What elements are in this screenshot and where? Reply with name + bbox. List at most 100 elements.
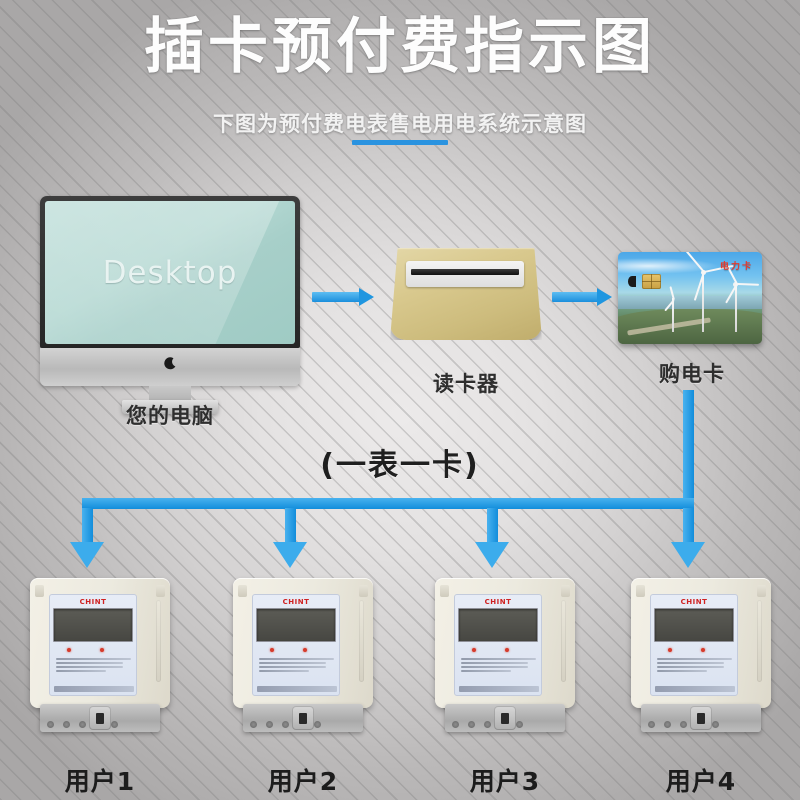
terminal-cover-latch [292,706,314,730]
meter-vent [156,600,161,682]
meter-housing: CHINT [631,578,771,708]
crescent-moon-icon [164,357,176,370]
one-meter-one-card-note: (一表一卡) [320,448,480,483]
purchase-card-node: 电力卡 [618,252,766,344]
turbine-mast [702,270,704,332]
card-reader-caption: 读卡器 [433,372,499,396]
meter-spec-text [53,658,133,672]
meter-maker-text [54,686,134,692]
monitor-neck [149,386,191,400]
meter-panel: CHINT [454,594,542,696]
card-red-text: 电力卡 [719,262,753,272]
meter-lcd-display [458,608,538,642]
monitor-screen: Desktop [45,201,295,344]
wind-turbine-icon [663,286,677,332]
page-title: 插卡预付费指示图 [144,12,656,82]
meter-lcd-display [256,608,336,642]
mount-ear-right [156,585,165,597]
drop-arrow-3 [475,542,509,568]
arrow-head [597,288,612,306]
meter-label-2: 用户2 [267,767,339,796]
arrow-reader-to-card [552,288,612,306]
meter-lcd-display [53,608,133,642]
led-indicator-alarm [100,648,104,652]
meter-terminal-block [641,704,761,732]
monitor-bezel: Desktop [40,196,300,348]
mount-ear-right [359,585,368,597]
meter-label-1: 用户1 [64,767,136,796]
led-indicator-alarm [303,648,307,652]
drop-line-1 [82,508,93,546]
monitor-base [122,400,218,414]
page-subtitle: 下图为预付费电表售电用电系统示意图 [213,112,587,136]
led-indicator-alarm [505,648,509,652]
mount-ear-left [636,585,645,597]
meter-panel: CHINT [49,594,137,696]
card-reader-body [390,248,542,340]
meter-node-4: CHINT [631,578,771,732]
meter-node-3: CHINT [435,578,575,732]
meter-label-4: 用户4 [665,767,737,796]
meter-terminal-block [243,704,363,732]
wind-turbine-icon [724,264,759,332]
meter-terminal-block [445,704,565,732]
meter-brand: CHINT [484,598,512,606]
meter-indicator-row [256,645,336,656]
led-indicator-pulse [472,648,476,652]
meter-indicator-row [654,645,734,656]
arrow-shaft [312,292,360,302]
meter-panel: CHINT [252,594,340,696]
led-indicator-pulse [668,648,672,652]
arrow-shaft [552,292,598,302]
led-indicator-pulse [67,648,71,652]
meter-spec-text [654,658,734,672]
card-notch-mark [628,276,636,287]
led-indicator-pulse [270,648,274,652]
computer-caption: 您的电脑 [126,404,214,428]
mount-ear-left [238,585,247,597]
desktop-screen-text: Desktop [102,254,238,291]
led-indicator-alarm [701,648,705,652]
meter-spec-text [458,658,538,672]
meter-maker-text [257,686,337,692]
meter-vent [561,600,566,682]
turbine-blade [668,286,675,301]
card-slot [406,261,524,287]
card-to-bus-riser [683,390,694,502]
drop-line-4 [683,508,694,546]
meter-panel: CHINT [650,594,738,696]
meter-indicator-row [458,645,538,656]
card-hill [618,309,762,344]
monitor-chin [40,348,300,386]
turbine-blade [736,283,759,286]
mount-ear-right [757,585,766,597]
meter-vent [359,600,364,682]
meter-node-2: CHINT [233,578,373,732]
meter-node-1: CHINT [30,578,170,732]
drop-line-2 [285,508,296,546]
reader-side-port [390,302,392,309]
distribution-bus [82,498,694,509]
meter-maker-text [459,686,539,692]
mount-ear-right [561,585,570,597]
meter-brand: CHINT [282,598,310,606]
meter-vent [757,600,762,682]
meter-housing: CHINT [233,578,373,708]
terminal-cover-latch [89,706,111,730]
meter-brand: CHINT [680,598,708,606]
meter-label-3: 用户3 [469,767,541,796]
drop-line-3 [487,508,498,546]
card-reader-node [386,248,546,340]
arrow-head [359,288,374,306]
drop-arrow-1 [70,542,104,568]
meter-housing: CHINT [435,578,575,708]
meter-lcd-display [654,608,734,642]
wind-turbine-icon [683,252,734,332]
meter-terminal-block [40,704,160,732]
drop-arrow-4 [671,542,705,568]
terminal-cover-latch [494,706,516,730]
meter-indicator-row [53,645,133,656]
terminal-cover-latch [690,706,712,730]
subtitle-underline [352,140,448,145]
